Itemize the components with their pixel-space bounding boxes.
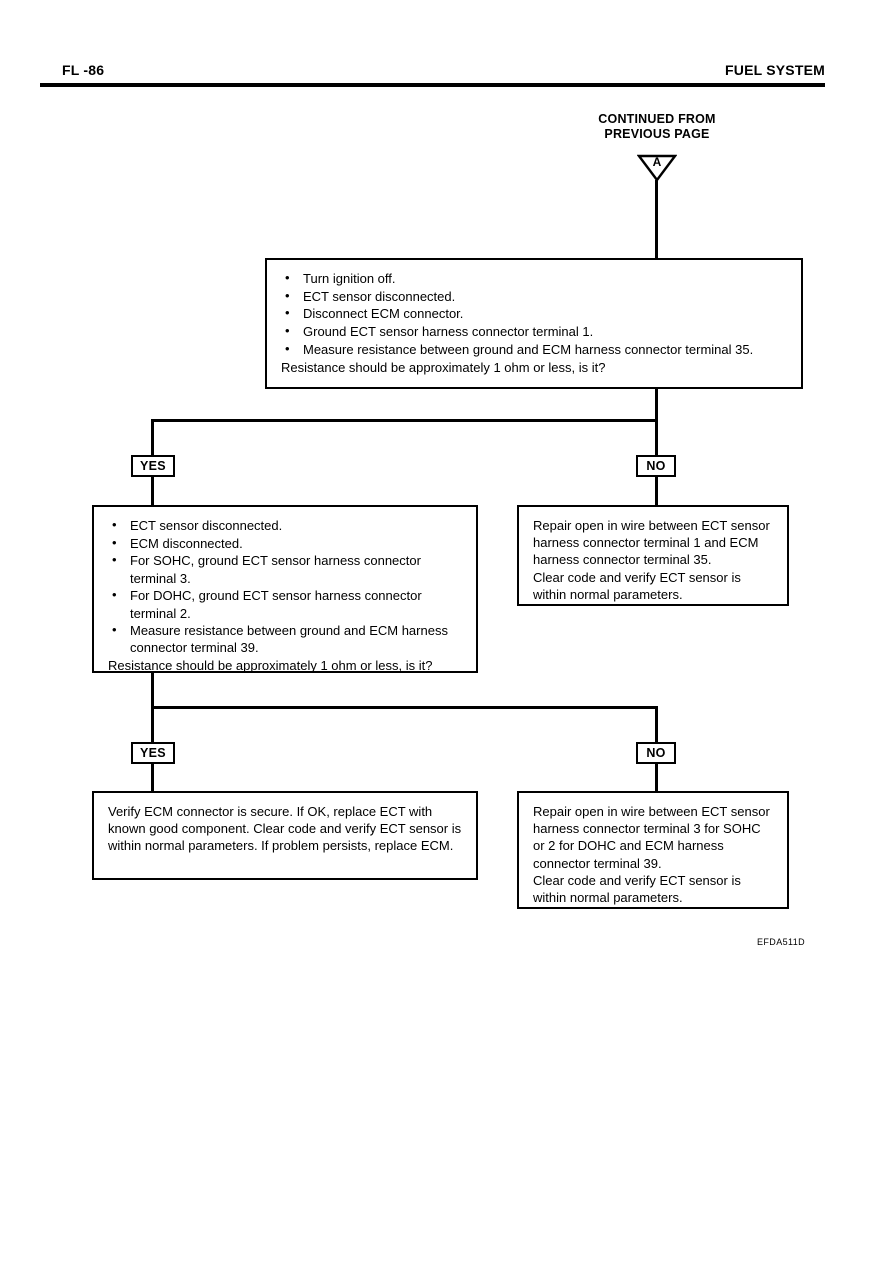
list-item: Measure resistance between ground and EC… [108,621,464,656]
step2-exit-line [151,673,154,706]
repair2-line-1: Repair open in wire between ECT sensor h… [533,804,770,871]
result-final-box: Verify ECM connector is secure. If OK, r… [92,791,478,880]
branch1-no-drop-lower [655,477,658,505]
step2-question: Resistance should be approximately 1 ohm… [108,658,433,674]
list-item: For SOHC, ground ECT sensor harness conn… [108,551,464,586]
section-title: FUEL SYSTEM [725,62,825,78]
list-item: Disconnect ECM connector. [281,304,789,322]
branch2-no-drop-lower [655,764,658,792]
branch1-horizontal [151,419,658,422]
continued-line-1: CONTINUED FROM [598,112,716,126]
continued-line-2: PREVIOUS PAGE [604,127,710,141]
step2-box: ECT sensor disconnected. ECM disconnecte… [92,505,478,673]
branch2-no-label: NO [636,742,676,764]
result-final-text: Verify ECM connector is secure. If OK, r… [108,804,462,854]
list-item: ECT sensor disconnected. [108,516,464,534]
branch1-yes-drop-lower [151,477,154,505]
page-number: FL -86 [62,62,105,78]
branch2-no-drop [655,706,658,746]
branch1-yes-label: YES [131,455,175,477]
repair1-line-2: Clear code and verify ECT sensor is with… [533,569,741,602]
list-item: For DOHC, ground ECT sensor harness conn… [108,586,464,621]
step1-box: Turn ignition off. ECT sensor disconnect… [265,258,803,389]
branch2-yes-drop-lower [151,764,154,792]
connector-line-a-to-step1 [655,180,658,258]
branch1-no-drop [655,419,658,459]
continued-from-label: CONTINUED FROM PREVIOUS PAGE [566,112,748,142]
connector-triangle-a-icon: A [637,154,677,182]
list-item: ECT sensor disconnected. [281,287,789,305]
list-item: Ground ECT sensor harness connector term… [281,322,789,340]
repair2-line-2: Clear code and verify ECT sensor is with… [533,872,741,906]
repair1-line-1: Repair open in wire between ECT sensor h… [533,518,770,568]
list-item: Turn ignition off. [281,269,789,287]
repair2-box: Repair open in wire between ECT sensor h… [517,791,789,909]
step1-bullet-list: Turn ignition off. ECT sensor disconnect… [281,269,789,358]
figure-code: EFDA511D [757,937,806,947]
repair1-box: Repair open in wire between ECT sensor h… [517,505,789,606]
branch1-no-label: NO [636,455,676,477]
connector-letter: A [652,155,662,169]
header-rule [40,83,825,87]
step2-bullet-list: ECT sensor disconnected. ECM disconnecte… [108,516,464,657]
branch2-yes-label: YES [131,742,175,764]
step1-exit-line [655,389,658,422]
branch2-horizontal [151,706,658,709]
list-item: ECM disconnected. [108,534,464,552]
branch1-yes-drop [151,419,154,459]
branch2-yes-drop [151,706,154,746]
list-item: Measure resistance between ground and EC… [281,340,789,358]
step1-question: Resistance should be approximately 1 ohm… [281,359,606,375]
